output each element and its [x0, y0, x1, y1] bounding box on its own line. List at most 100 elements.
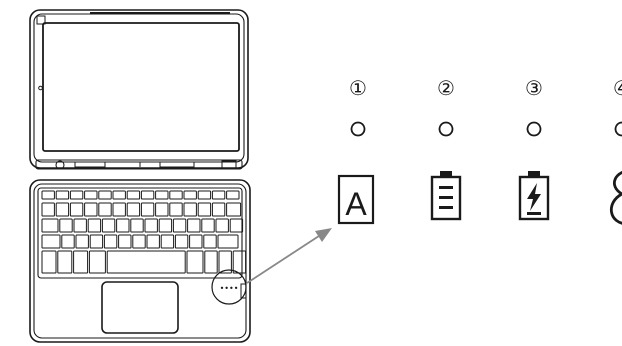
- tablet-screen: [42, 22, 240, 152]
- keyboard-key: [118, 234, 132, 249]
- key-grid: [41, 190, 247, 274]
- keyboard-key: [84, 190, 98, 200]
- keyboard-key: [55, 202, 70, 217]
- indicator-4: ④: [610, 76, 622, 225]
- keyboard-key: [232, 250, 247, 274]
- keyboard-key: [160, 234, 175, 249]
- keyboard-key: [101, 218, 116, 233]
- keyboard-key: [126, 202, 141, 217]
- keyboard-key: [73, 218, 87, 233]
- battery-charging-icon: [518, 171, 550, 221]
- keyboard-key: [73, 250, 89, 274]
- hinge-pencil-slot-right: [159, 161, 195, 168]
- keyboard-key: [201, 218, 215, 233]
- arrow-shaft: [246, 233, 323, 284]
- arrow-head: [315, 228, 332, 242]
- indicator-4-led: [614, 121, 622, 137]
- indicator-3: ③: [518, 76, 550, 221]
- keyboard-key: [169, 190, 183, 200]
- indicator-3-number: ③: [525, 76, 543, 100]
- keyboard-key: [132, 234, 146, 249]
- keyboard-key: [98, 202, 112, 217]
- keyboard-key: [226, 190, 240, 200]
- keyboard-key: [174, 234, 189, 249]
- keyboard-key: [211, 202, 226, 217]
- keyboard-key: [172, 218, 187, 233]
- caps-lock-letter: A: [345, 186, 367, 222]
- keyboard-key: [98, 190, 112, 200]
- keyboard-deck: [37, 187, 243, 279]
- led-dots: ••••: [220, 284, 239, 293]
- keyboard-key: [140, 190, 155, 200]
- keyboard-key: [217, 234, 239, 249]
- keyboard-key: [126, 190, 141, 200]
- keyboard-key: [106, 250, 186, 274]
- keyboard-key: [197, 190, 212, 200]
- indicator-1: ① A: [337, 76, 375, 225]
- keyboard-key: [112, 202, 126, 217]
- keyboard-key: [87, 218, 102, 233]
- keyboard-key: [41, 234, 61, 249]
- indicator-1-number: ①: [349, 76, 367, 100]
- keyboard-key: [229, 218, 244, 233]
- bluetooth-icon: [610, 171, 622, 225]
- indicator-3-led: [526, 121, 542, 137]
- keyboard-key: [155, 202, 169, 217]
- tablet-bezel: [33, 13, 245, 163]
- hinge-left-knob: [55, 160, 65, 170]
- keyboard-key: [130, 218, 144, 233]
- tablet-case-outer: [29, 9, 249, 169]
- keyboard-key: [69, 202, 84, 217]
- keyboard-key: [215, 218, 229, 233]
- keyboard-key: [189, 234, 203, 249]
- hinge-right-clip: [221, 160, 237, 169]
- keyboard-key: [116, 218, 130, 233]
- keyboard-key: [75, 234, 89, 249]
- indicator-legend: ① A ② ③: [337, 76, 622, 225]
- callout-arrow: [246, 228, 332, 284]
- keyboard-key: [41, 190, 55, 200]
- keyboard-key: [140, 202, 155, 217]
- keyboard-key: [57, 250, 73, 274]
- keyboard-key: [69, 190, 84, 200]
- keyboard-key: [218, 250, 232, 274]
- battery-full-icon: [430, 171, 462, 221]
- indicator-4-number: ④: [613, 76, 622, 100]
- indicator-2-led: [438, 121, 454, 137]
- led-highlight-circle: [211, 269, 247, 305]
- hinge-pencil-slot-left: [74, 161, 106, 168]
- keyboard-key: [61, 234, 75, 249]
- trackpad: [101, 281, 179, 334]
- keyboard-key: [59, 218, 73, 233]
- keyboard-key: [112, 190, 126, 200]
- indicator-1-led: [350, 121, 366, 137]
- tablet: [29, 9, 249, 170]
- keyboard-key: [155, 190, 169, 200]
- keyboard-key: [88, 250, 106, 274]
- keyboard-key: [186, 250, 204, 274]
- keyboard-key: [158, 218, 173, 233]
- keyboard-key: [197, 202, 212, 217]
- home-indicator: [38, 85, 43, 91]
- led-indicator-area: ••••: [211, 269, 247, 305]
- indicator-2: ②: [430, 76, 462, 221]
- keyboard-key: [144, 218, 158, 233]
- keyboard-key: [41, 250, 57, 274]
- keyboard-key: [204, 250, 218, 274]
- keyboard-key: [41, 218, 59, 233]
- keyboard-key: [103, 234, 118, 249]
- keyboard-key: [55, 190, 70, 200]
- keyboard-key: [226, 202, 242, 217]
- keyboard-key: [89, 234, 104, 249]
- indicator-2-number: ②: [437, 76, 455, 100]
- keyboard-key: [183, 202, 197, 217]
- keyboard-key: [187, 218, 201, 233]
- keyboard-key: [211, 190, 226, 200]
- keyboard-case-outer: [29, 179, 251, 343]
- keyboard-key: [41, 202, 55, 217]
- keyboard-key: [84, 202, 98, 217]
- keyboard-key: [183, 190, 197, 200]
- hinge: [35, 159, 243, 170]
- keyboard-key: [203, 234, 217, 249]
